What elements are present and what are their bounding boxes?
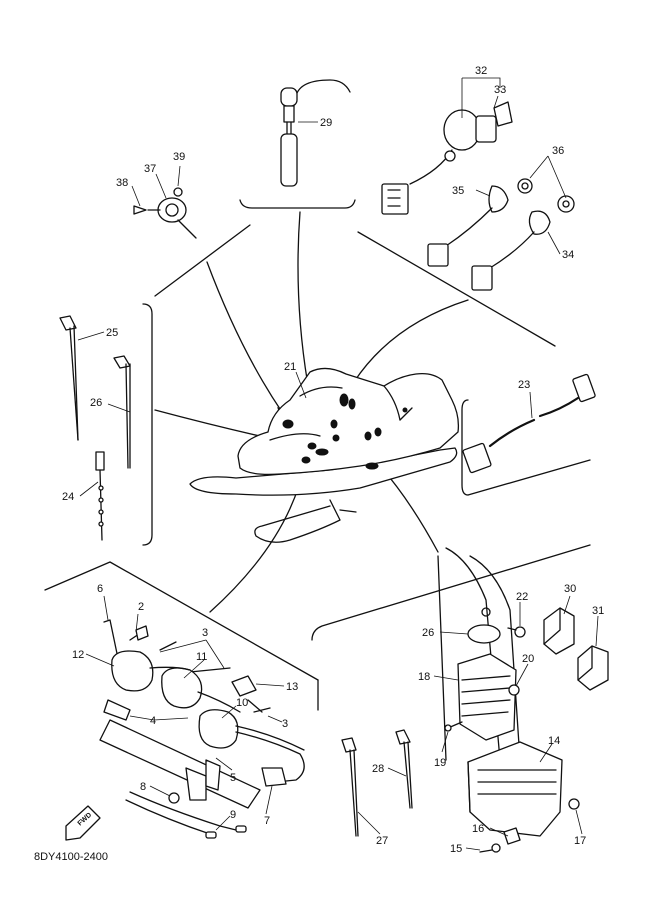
label-32: 32 [475,65,487,77]
label-16: 16 [472,823,484,835]
label-37: 37 [144,163,156,175]
label-22: 22 [516,591,528,603]
label-30: 30 [564,583,576,595]
part-26-clamp [467,607,501,644]
label-3-bottom: 3 [282,718,288,730]
label-9: 9 [230,809,236,821]
part-25-cable-tie [59,315,79,441]
label-14: 14 [548,735,560,747]
label-36: 36 [552,145,564,157]
snowmobile-outline [189,367,460,543]
part-28-cable-tie [395,729,413,809]
label-27: 27 [376,835,388,847]
label-26-left: 26 [90,397,102,409]
label-25: 25 [106,327,118,339]
label-15: 15 [450,843,462,855]
label-17: 17 [574,835,586,847]
part-17-screw [568,798,580,810]
part-15-bolt [479,843,501,853]
label-20: 20 [522,653,534,665]
label-19: 19 [434,757,446,769]
label-5: 5 [230,772,236,784]
part-37-sensor [133,187,197,239]
label-34: 34 [562,249,574,261]
part-29-switch [280,79,351,187]
part-19-screw [444,721,463,732]
label-28: 28 [372,763,384,775]
part-16-washer [503,827,521,845]
label-29: 29 [320,117,332,129]
mounting-bracket [437,547,521,761]
part-34-lamp-socket [471,195,575,291]
label-23: 23 [518,379,530,391]
label-35: 35 [452,185,464,197]
part-32-ignition-switch [381,101,513,215]
part-31-cap [577,645,609,691]
part-20-bolt [508,684,520,696]
label-33: 33 [494,84,506,96]
label-24: 24 [62,491,74,503]
part-35-lamp-socket [427,178,533,267]
part-22-bolt [507,626,526,638]
label-21: 21 [284,361,296,373]
part-30-cap [543,607,575,655]
figure-code: 8DY4100-2400 [34,851,108,863]
part-18-rectifier [457,653,517,741]
detail-frames [44,199,591,711]
part-26-cable-tie [113,355,131,469]
label-13: 13 [286,681,298,693]
label-2: 2 [138,601,144,613]
ignition-coil-assembly [99,619,305,839]
part-14-cdi-unit [467,741,563,837]
label-12: 12 [72,649,84,661]
part-labels: 29 32 33 36 35 34 37 39 38 25 26 24 21 2… [62,65,604,855]
label-4: 4 [150,715,156,727]
label-18: 18 [418,671,430,683]
label-31: 31 [592,605,604,617]
part-24-cable-clip [95,451,105,541]
part-23-wire-harness [462,373,596,474]
label-3-top: 3 [202,627,208,639]
label-6: 6 [97,583,103,595]
leader-lines [77,77,599,851]
label-8: 8 [140,781,146,793]
fwd-arrow: FWD [65,805,101,841]
part-27-cable-tie [341,737,359,837]
label-39: 39 [173,151,185,163]
label-10: 10 [236,697,248,709]
label-7: 7 [264,815,270,827]
label-26-right: 26 [422,627,434,639]
label-38: 38 [116,177,128,189]
label-11: 11 [196,651,207,663]
